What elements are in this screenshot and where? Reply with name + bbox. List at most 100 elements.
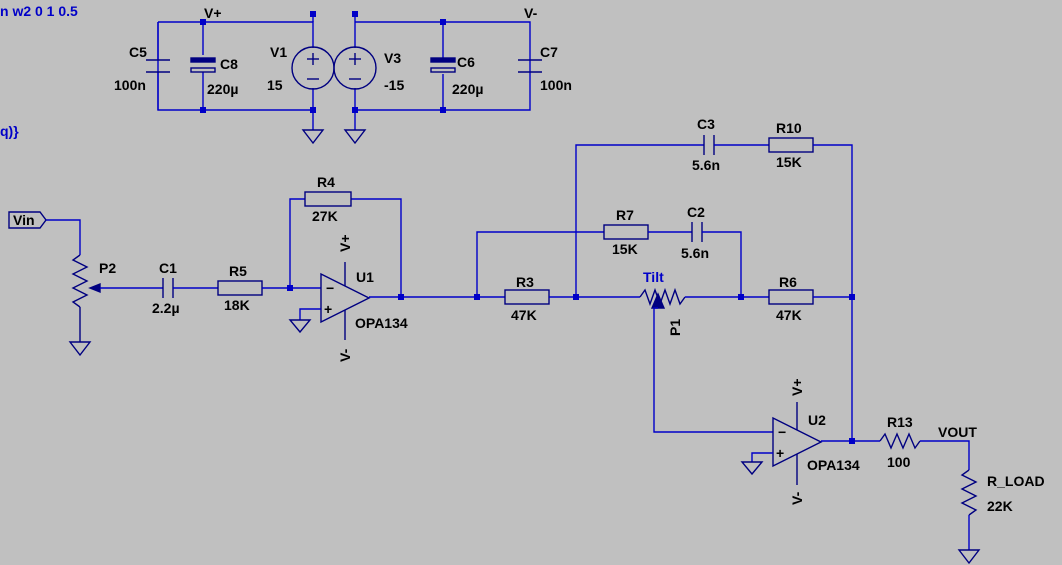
c2-name: C2: [687, 204, 705, 220]
r10-name: R10: [776, 120, 802, 136]
vout-wire: [920, 440, 970, 470]
param-directive-fragment[interactable]: q)}: [0, 123, 19, 139]
c8-value: 220µ: [207, 81, 238, 97]
wire: [702, 231, 742, 297]
u2-name: U2: [808, 412, 826, 428]
ground-symbol: [343, 129, 367, 145]
junction-dot: [440, 107, 446, 113]
r3-name: R3: [516, 274, 534, 290]
r6-value: 47K: [776, 307, 802, 323]
u1-plus-gnd-wire: [299, 308, 321, 320]
v3-value: -15: [384, 77, 404, 93]
resistor-r4[interactable]: R4 27K: [304, 174, 352, 224]
ground-symbol: [957, 549, 981, 565]
resistor-r-load[interactable]: R_LOAD 22K: [960, 469, 1045, 516]
capacitor-c6[interactable]: C6 220µ: [430, 54, 483, 97]
u1-name: U1: [356, 269, 374, 285]
r3-value: 47K: [511, 307, 537, 323]
potentiometer-p1[interactable]: P1 Tilt: [639, 269, 686, 336]
r13-value: 100: [887, 454, 911, 470]
capacitor-c3[interactable]: C3 5.6n: [692, 116, 720, 173]
p1-name: P1: [667, 319, 683, 336]
u2-plus-pin: +: [776, 445, 784, 461]
r4-name: R4: [317, 174, 335, 190]
resistor-r10[interactable]: R10 15K: [768, 120, 814, 170]
c7-value: 100n: [540, 77, 572, 93]
c6-name: C6: [457, 54, 475, 70]
capacitor-c8[interactable]: C8 220µ: [190, 56, 238, 97]
u2-model: OPA134: [807, 457, 860, 473]
u1-plus-pin: +: [324, 301, 332, 317]
resistor-r13[interactable]: R13 100: [879, 414, 921, 470]
r7-branch-wire: [476, 231, 604, 297]
r7-name: R7: [616, 207, 634, 223]
u1-stage: R4 27K − + U1 OPA134 V+ V-: [288, 174, 505, 362]
r4-feedback-wire: [289, 198, 305, 288]
junction-dot: [398, 294, 404, 300]
vplus-net-label[interactable]: V+: [204, 5, 222, 21]
c8-name: C8: [220, 56, 238, 72]
r4-feedback-wire: [351, 198, 402, 297]
input-section: Vin P2 C1 2.2µ R5 18K: [8, 211, 293, 357]
vminus-net-label[interactable]: V-: [524, 5, 538, 21]
tilt-net-label[interactable]: Tilt: [643, 269, 664, 285]
voltage-source-v3[interactable]: V3 -15: [333, 46, 404, 93]
u1-model: OPA134: [355, 315, 408, 331]
resistor-r5[interactable]: R5 18K: [217, 263, 263, 313]
junction-dot: [200, 19, 206, 25]
r10-value: 15K: [776, 154, 802, 170]
vout-net-label[interactable]: VOUT: [938, 424, 977, 440]
vin-port-flag[interactable]: [8, 211, 47, 229]
potentiometer-p2[interactable]: P2: [71, 254, 116, 342]
u2-stage: − + U2 OPA134 V+ V- R13 100 VOUT R_LOAD …: [740, 378, 1045, 565]
resistor-r3[interactable]: R3 47K: [504, 274, 550, 323]
r6-name: R6: [779, 274, 797, 290]
r5-name: R5: [229, 263, 247, 279]
r5-value: 18K: [224, 297, 250, 313]
capacitor-c7[interactable]: C7 100n: [518, 44, 572, 93]
power-supply-section: V+ V- C5 100n C8 220µ: [114, 5, 572, 145]
r10-return-wire: [813, 144, 853, 441]
resistor-r6[interactable]: R6 47K: [768, 274, 814, 323]
r13-name: R13: [887, 414, 913, 430]
resistor-r7[interactable]: R7 15K: [603, 207, 649, 257]
opamp-u1[interactable]: − + U1 OPA134 V+ V-: [320, 234, 408, 362]
p2-name: P2: [99, 260, 116, 276]
ground-symbol: [301, 129, 325, 145]
r4-value: 27K: [312, 208, 338, 224]
capacitor-c5[interactable]: C5 100n: [114, 44, 170, 93]
junction-dot: [440, 19, 446, 25]
ground-symbol: [740, 461, 764, 476]
c5-name: C5: [129, 44, 147, 60]
opamp-u2[interactable]: − + U2 OPA134 V+ V-: [772, 378, 860, 505]
c5-value: 100n: [114, 77, 146, 93]
vplus-rail-return: [157, 22, 314, 111]
vin-wire: [46, 219, 81, 255]
c3-value: 5.6n: [692, 157, 720, 173]
c3-branch-wire: [575, 144, 704, 297]
u2-vminus-label: V-: [789, 491, 805, 505]
voltage-source-v1[interactable]: V1 15: [267, 44, 335, 93]
c1-name: C1: [159, 260, 177, 276]
ground-symbol: [68, 341, 92, 357]
u1-vplus-label: V+: [337, 234, 353, 252]
u2-plus-gnd-wire: [751, 452, 773, 462]
capacitor-c1[interactable]: C1 2.2µ: [152, 260, 180, 316]
c7-name: C7: [540, 44, 558, 60]
c1-value: 2.2µ: [152, 300, 180, 316]
ground-symbol: [288, 319, 312, 334]
step-directive[interactable]: n w2 0 1 0.5: [0, 3, 78, 19]
junction-dot: [200, 107, 206, 113]
vplus-rail: [158, 21, 314, 48]
p1-wiper-wire: [653, 307, 773, 433]
c2-value: 5.6n: [681, 245, 709, 261]
junction-dot: [849, 438, 855, 444]
u1-vminus-label: V-: [337, 348, 353, 362]
c6-value: 220µ: [452, 81, 483, 97]
v3-name: V3: [384, 50, 401, 66]
r-load-name: R_LOAD: [987, 473, 1045, 489]
c3-name: C3: [697, 116, 715, 132]
vin-net-label: Vin: [13, 212, 35, 228]
v1-name: V1: [270, 44, 287, 60]
